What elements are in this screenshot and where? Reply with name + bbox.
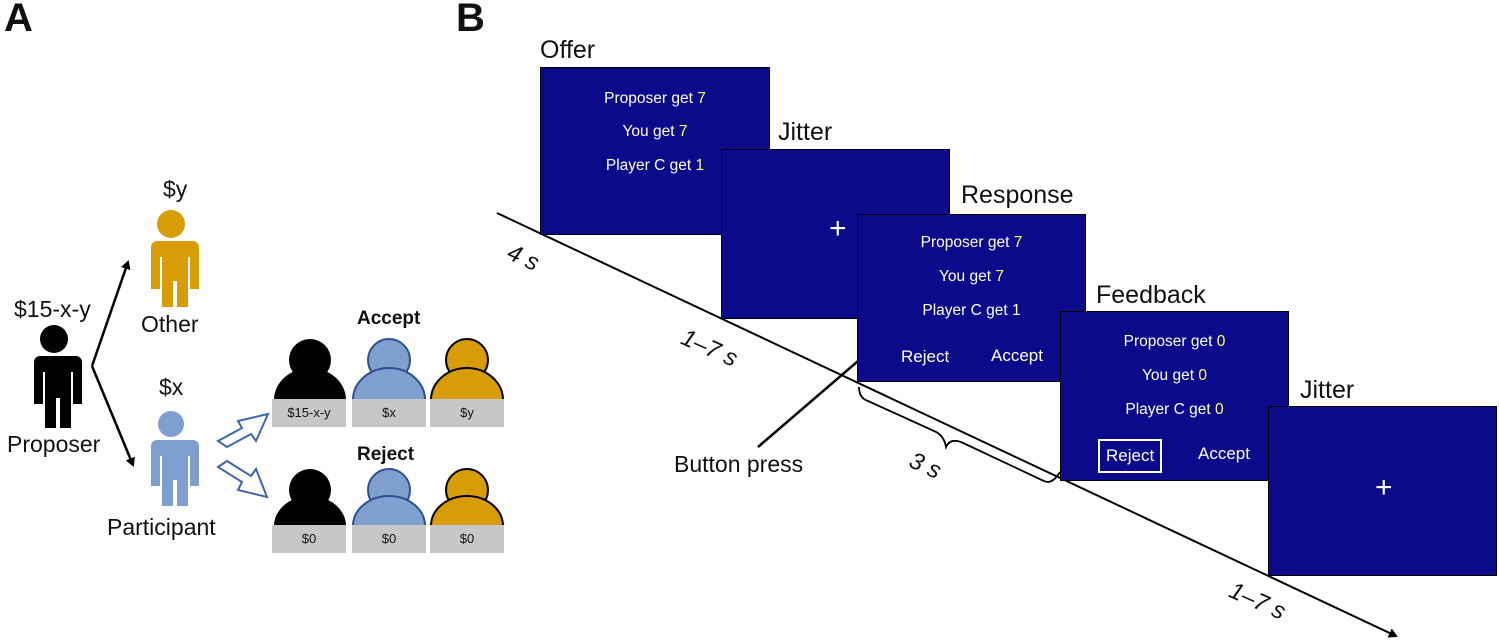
response-playerc-line: Player C get 1 <box>922 302 1021 319</box>
accept-other-bust-icon <box>429 338 505 401</box>
reject-proposer-bust-icon <box>274 469 346 526</box>
feedback-reject-button: Reject <box>1098 439 1163 473</box>
feedback-you-line: You get 0 <box>1142 367 1207 384</box>
proposer-label: Proposer <box>7 431 101 457</box>
reject-proposer-tag: $0 <box>272 525 346 553</box>
jitter2-title: Jitter <box>1300 376 1355 404</box>
feedback-title: Feedback <box>1096 281 1206 309</box>
proposer-amount: $15-x-y <box>14 296 91 322</box>
offer-you-line: You get 7 <box>622 123 688 140</box>
feedback-accept-button: Accept <box>1198 444 1250 463</box>
hollow-arrow-accept <box>216 412 270 449</box>
participant-amount: $x <box>159 374 184 400</box>
reject-participant-tag: $0 <box>352 525 426 553</box>
response-screen: Proposer get 7 You get 7 Player C get 1 … <box>857 214 1086 382</box>
hollow-arrow-reject <box>216 459 269 499</box>
other-amount: $y <box>163 176 188 202</box>
reject-heading: Reject <box>357 444 415 465</box>
arrow-to-other <box>90 260 131 367</box>
jitter1-title: Jitter <box>778 118 833 146</box>
participant-label: Participant <box>107 514 216 540</box>
reject-other-tag: $0 <box>430 525 504 553</box>
fixation-cross-icon: + <box>1375 471 1393 504</box>
response-reject-button: Reject <box>901 347 950 366</box>
proposer-figure-icon <box>32 325 82 428</box>
offer-playerc-line: Player C get 1 <box>605 157 705 174</box>
jitter2-screen: + <box>1268 406 1497 576</box>
reject-other-bust-icon <box>429 468 505 527</box>
feedback-screen: Proposer get 0 You get 0 Player C get 0 … <box>1060 311 1289 481</box>
offer-proposer-line: Proposer get 7 <box>604 90 706 107</box>
response-title: Response <box>961 181 1074 209</box>
response-you-line: You get 7 <box>939 268 1004 285</box>
fixation-cross-icon: + <box>829 212 847 245</box>
timeline-arrow <box>496 212 1398 638</box>
feedback-playerc-line: Player C get 0 <box>1125 401 1224 418</box>
accept-proposer-tag: $15-x-y <box>272 399 346 427</box>
reject-participant-bust-icon <box>351 468 427 527</box>
offer-title: Offer <box>540 36 596 64</box>
accept-other-tag: $y <box>430 399 504 427</box>
arrow-to-participant <box>90 365 135 467</box>
response-accept-button: Accept <box>991 346 1043 365</box>
participant-figure-icon <box>149 411 199 506</box>
other-figure-icon <box>149 210 199 307</box>
accept-heading: Accept <box>357 308 421 329</box>
accept-proposer-bust-icon <box>274 339 346 400</box>
panel-a-letter: A <box>4 0 33 40</box>
accept-participant-bust-icon <box>351 338 427 401</box>
response-proposer-line: Proposer get 7 <box>920 234 1023 251</box>
accept-participant-tag: $x <box>352 399 426 427</box>
button-press-label: Button press <box>674 451 804 477</box>
feedback-proposer-line: Proposer get 0 <box>1123 333 1226 350</box>
panel-b-letter: B <box>456 0 485 40</box>
other-label: Other <box>141 311 199 337</box>
response-duration-brace <box>858 386 1061 483</box>
